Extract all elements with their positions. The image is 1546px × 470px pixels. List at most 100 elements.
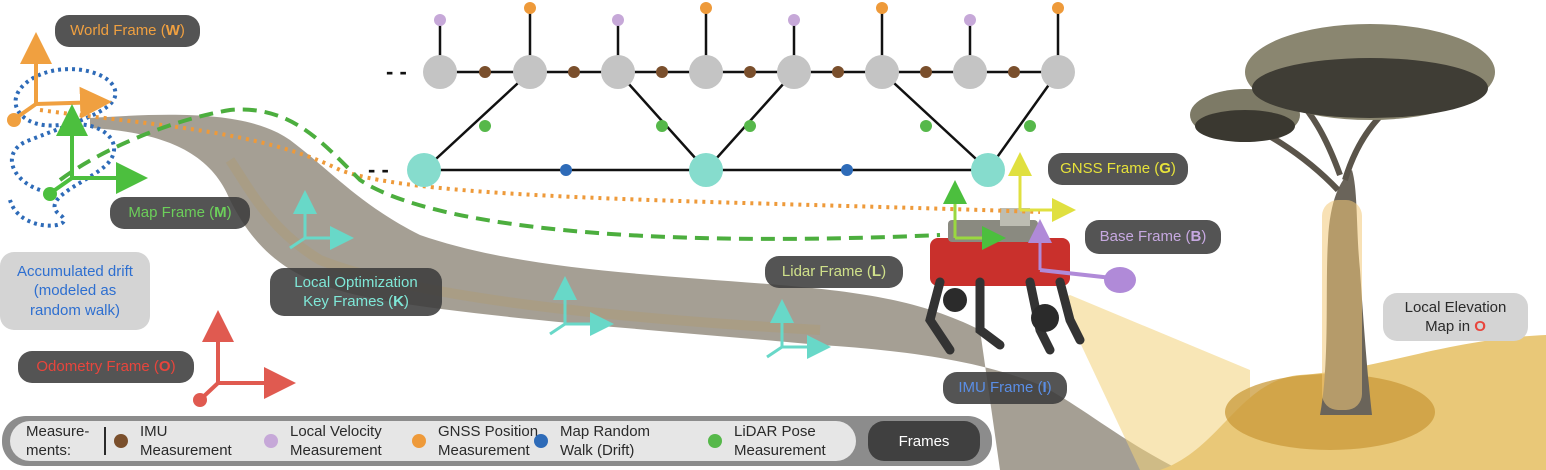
- map-frame-label: Map Frame (M): [110, 197, 250, 229]
- world-frame-close: ): [179, 22, 185, 40]
- lidar-frame-axes: [943, 180, 1006, 250]
- gnss-frame-label: GNSS Frame (G): [1048, 153, 1188, 185]
- keyframes-line2: Key Frames (K): [303, 292, 409, 312]
- state-node: [513, 55, 547, 89]
- imu-frame-label: IMU Frame (I): [943, 372, 1067, 404]
- elevation-key: O: [1474, 318, 1486, 335]
- legend-gnss-dot: [412, 434, 426, 448]
- elevation-line2: Map in O: [1425, 317, 1486, 337]
- velocity-factors: [434, 14, 976, 26]
- base-frame-text: Base Frame (: [1099, 228, 1191, 246]
- legend-imu: IMU Measurement: [140, 423, 232, 461]
- legend-divider: [104, 427, 106, 455]
- keyframe-axes: [289, 190, 831, 359]
- legend-velocity: Local Velocity Measurement: [290, 423, 382, 461]
- legend-measurements: Measure- ments: IMU Measurement Local Ve…: [10, 421, 856, 461]
- legend-heading: Measure- ments:: [26, 423, 89, 461]
- base-frame-close: ): [1201, 228, 1207, 246]
- legend-drift-line2: Walk (Drift): [560, 441, 635, 459]
- imu-frame-close: ): [1046, 379, 1052, 397]
- elevation-line2-text: Map in: [1425, 318, 1475, 335]
- map-frame-close: ): [226, 204, 232, 222]
- key-node: [407, 153, 441, 187]
- elevation-line1: Local Elevation: [1404, 298, 1507, 316]
- gnss-frame-axes: [1008, 152, 1076, 222]
- legend-lidar-line2: Measurement: [734, 441, 826, 459]
- lidar-factors: [479, 120, 1036, 132]
- imu-frame-text: IMU Frame (: [958, 379, 1043, 397]
- legend-imu-dot: [114, 434, 128, 448]
- legend-gnss: GNSS Position Measurement: [438, 423, 538, 461]
- odometry-frame-text: Odometry Frame (: [36, 358, 159, 376]
- state-node: [865, 55, 899, 89]
- elevation-map-label: Local Elevation Map in O: [1383, 293, 1528, 341]
- legend-velocity-line2: Measurement: [290, 441, 382, 459]
- state-node: [423, 55, 457, 89]
- state-node: [953, 55, 987, 89]
- map-frame-axes: [43, 104, 148, 201]
- gnss-factors: [524, 2, 1064, 14]
- lidar-frame-label: Lidar Frame (L): [765, 256, 903, 288]
- world-frame-axes: [7, 32, 112, 127]
- world-frame-label: World Frame (W): [55, 15, 200, 47]
- graph-ellipsis-bottom: - -: [368, 157, 389, 182]
- legend-gnss-line1: GNSS Position: [438, 423, 539, 440]
- graph-ellipsis-top: - -: [386, 59, 407, 84]
- gnss-frame-close: ): [1170, 160, 1176, 178]
- factor-graph-key-nodes: [407, 153, 1005, 187]
- map-frame-key: M: [214, 204, 227, 222]
- keyframes-label: Local Optimization Key Frames (K): [270, 268, 442, 316]
- elevation-cone: [1060, 295, 1250, 470]
- legend-lidar-line1: LiDAR Pose: [734, 423, 816, 440]
- odometry-frame-label: Odometry Frame (O): [18, 351, 194, 383]
- legend-lidar-dot: [708, 434, 722, 448]
- drift-label: Accumulated drift (modeled as random wal…: [0, 252, 150, 330]
- legend-lidar: LiDAR Pose Measurement: [734, 423, 826, 461]
- gnss-frame-text: GNSS Frame (: [1060, 160, 1160, 178]
- legend-heading-line1: Measure-: [26, 423, 90, 440]
- keyframes-key: K: [393, 293, 404, 310]
- gnss-frame-key: G: [1159, 160, 1171, 178]
- factor-graph-state-nodes: [423, 55, 1075, 89]
- legend-frames: Frames: [868, 421, 980, 461]
- gravel-path: [90, 114, 1180, 470]
- legend-drift-dot: [534, 434, 548, 448]
- legend-velocity-line1: Local Velocity: [290, 423, 382, 440]
- legend-drift: Map Random Walk (Drift): [560, 423, 650, 461]
- odometry-frame-axes: [193, 310, 296, 407]
- state-node: [777, 55, 811, 89]
- legend: Measure- ments: IMU Measurement Local Ve…: [2, 416, 992, 466]
- drift-line2: (modeled as: [33, 282, 117, 300]
- keyframes-line1: Local Optimization: [294, 273, 418, 291]
- lidar-frame-close: ): [881, 263, 887, 281]
- drift-factors: [560, 164, 853, 176]
- lidar-frame-key: L: [871, 263, 882, 281]
- drift-trajectory: [8, 67, 118, 228]
- base-frame-key: B: [1190, 228, 1202, 246]
- keyframes-line2-text: Key Frames (: [303, 293, 394, 310]
- legend-imu-line1: IMU: [140, 423, 168, 440]
- drift-line1: Accumulated drift: [17, 262, 133, 280]
- factor-graph-edges: [423, 8, 1060, 172]
- keyframes-close: ): [403, 293, 409, 310]
- world-frame-key: W: [165, 22, 180, 40]
- legend-drift-line1: Map Random: [560, 423, 651, 440]
- legend-heading-line2: ments:: [26, 441, 72, 459]
- legend-gnss-line2: Measurement: [438, 441, 530, 459]
- world-frame-text: World Frame (: [70, 22, 166, 40]
- drift-line3: random walk): [29, 301, 121, 319]
- imu-factors: [479, 66, 1020, 78]
- state-node: [601, 55, 635, 89]
- key-node: [971, 153, 1005, 187]
- legend-velocity-dot: [264, 434, 278, 448]
- state-node: [1041, 55, 1075, 89]
- map-frame-text: Map Frame (: [128, 204, 215, 222]
- base-frame-label: Base Frame (B): [1085, 220, 1221, 254]
- base-frame-axes: [1028, 219, 1136, 293]
- tree-illustration: [1190, 24, 1495, 415]
- odometry-frame-key: O: [158, 358, 171, 376]
- state-node: [689, 55, 723, 89]
- lidar-trajectory: [58, 107, 941, 241]
- legend-imu-line2: Measurement: [140, 441, 232, 459]
